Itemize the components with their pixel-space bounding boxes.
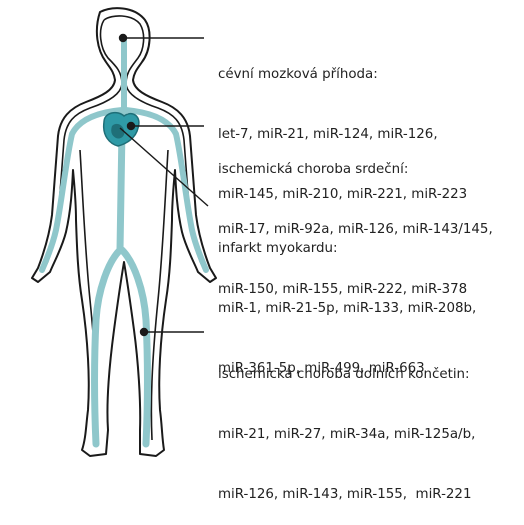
- annotation-ihd-title: ischemická choroba srdeční:: [218, 160, 493, 180]
- annotation-mi-title: infarkt myokardu:: [218, 239, 476, 259]
- annotation-stroke-title: cévní mozková příhoda:: [218, 65, 467, 85]
- annotation-pad-line1: miR-21, miR-27, miR-34a, miR-125a/b,: [218, 425, 475, 445]
- annotation-pad-title: ischemická choroba dolních končetin:: [218, 365, 475, 385]
- annotation-lower-limb-ischemia: ischemická choroba dolních končetin: miR…: [218, 325, 475, 525]
- annotation-mi-line1: miR-1, miR-21-5p, miR-133, miR-208b,: [218, 299, 476, 319]
- vessel-torso: [120, 130, 122, 250]
- leader-dot-ihd: [128, 123, 135, 130]
- leader-dot-stroke: [120, 35, 127, 42]
- leader-dot-pad: [141, 329, 148, 336]
- annotation-pad-line2: miR-126, miR-143, miR-155, miR-221: [218, 485, 475, 505]
